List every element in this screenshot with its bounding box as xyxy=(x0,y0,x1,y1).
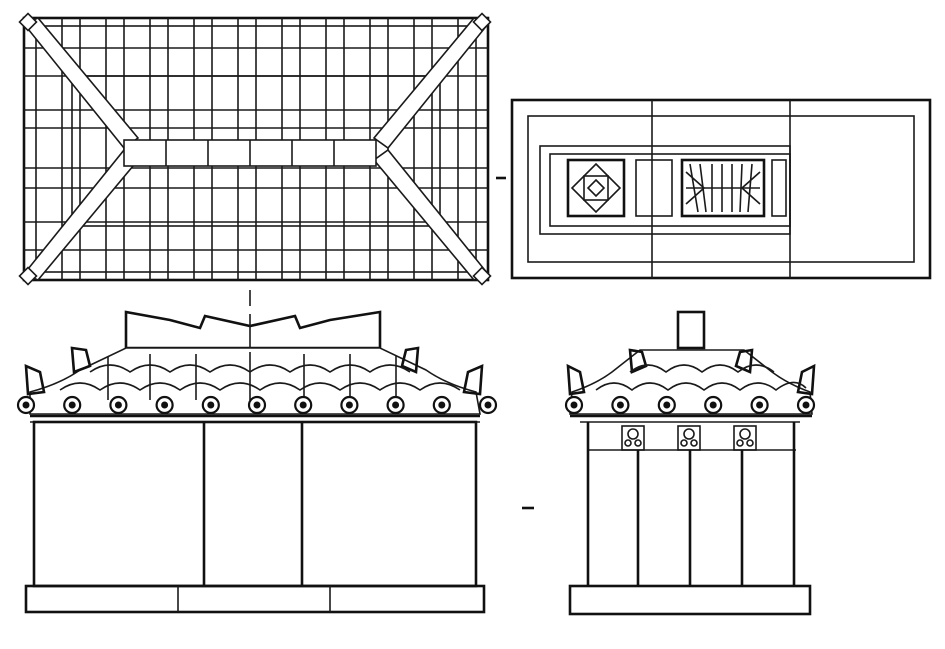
eave-tile-end-center xyxy=(484,401,492,409)
eave-tile-end-center xyxy=(802,401,810,409)
side-bracket xyxy=(733,425,757,451)
eave-tile-end-center xyxy=(161,401,169,409)
front-roof-tiles xyxy=(59,352,461,400)
eave-tile-end-center xyxy=(438,401,446,409)
eave-tile-end-center xyxy=(207,401,215,409)
roof-plan-hips xyxy=(18,12,492,286)
eave-tile-end-center xyxy=(616,401,624,409)
side-roof-tiles xyxy=(595,364,807,392)
eave-tile-end-center xyxy=(114,401,122,409)
side-bracket xyxy=(621,425,645,451)
eave-tile-end-center xyxy=(709,401,717,409)
eave-tile-end-center xyxy=(253,401,261,409)
eave-tile-end-center xyxy=(570,401,578,409)
floor-plan-lattice-panel xyxy=(566,158,626,218)
front-elevation xyxy=(16,310,498,614)
side-ridge-block xyxy=(676,310,706,350)
side-eave-tiles xyxy=(564,395,816,415)
floor-plan-inner xyxy=(527,115,915,263)
floor-plan-outline xyxy=(510,98,932,280)
side-bracket xyxy=(677,425,701,451)
floor-plan-grille-panel xyxy=(680,158,766,218)
floor-plan xyxy=(510,98,932,280)
eave-tile-end-center xyxy=(392,401,400,409)
roof-plan-inner-rect xyxy=(71,75,441,227)
eave-tile-end-center xyxy=(68,401,76,409)
front-wall xyxy=(32,420,478,588)
side-brackets xyxy=(621,425,757,451)
side-elevation xyxy=(564,310,816,616)
side-base xyxy=(568,584,812,616)
front-eave-tiles xyxy=(16,395,498,415)
front-roof-body xyxy=(29,347,481,415)
side-columns xyxy=(586,422,796,586)
side-roof-body xyxy=(569,349,813,415)
eave-tile-end-center xyxy=(756,401,764,409)
eave-tile-end-center xyxy=(22,401,30,409)
eave-tile-end-center xyxy=(345,401,353,409)
eave-tile-end-center xyxy=(299,401,307,409)
floor-plan-plain-panel xyxy=(635,159,673,217)
eave-tile-end-center xyxy=(663,401,671,409)
roof-plan-ridge xyxy=(123,139,377,167)
front-base xyxy=(24,584,486,614)
roof-plan xyxy=(18,12,492,306)
front-ridge-crest xyxy=(124,310,382,350)
